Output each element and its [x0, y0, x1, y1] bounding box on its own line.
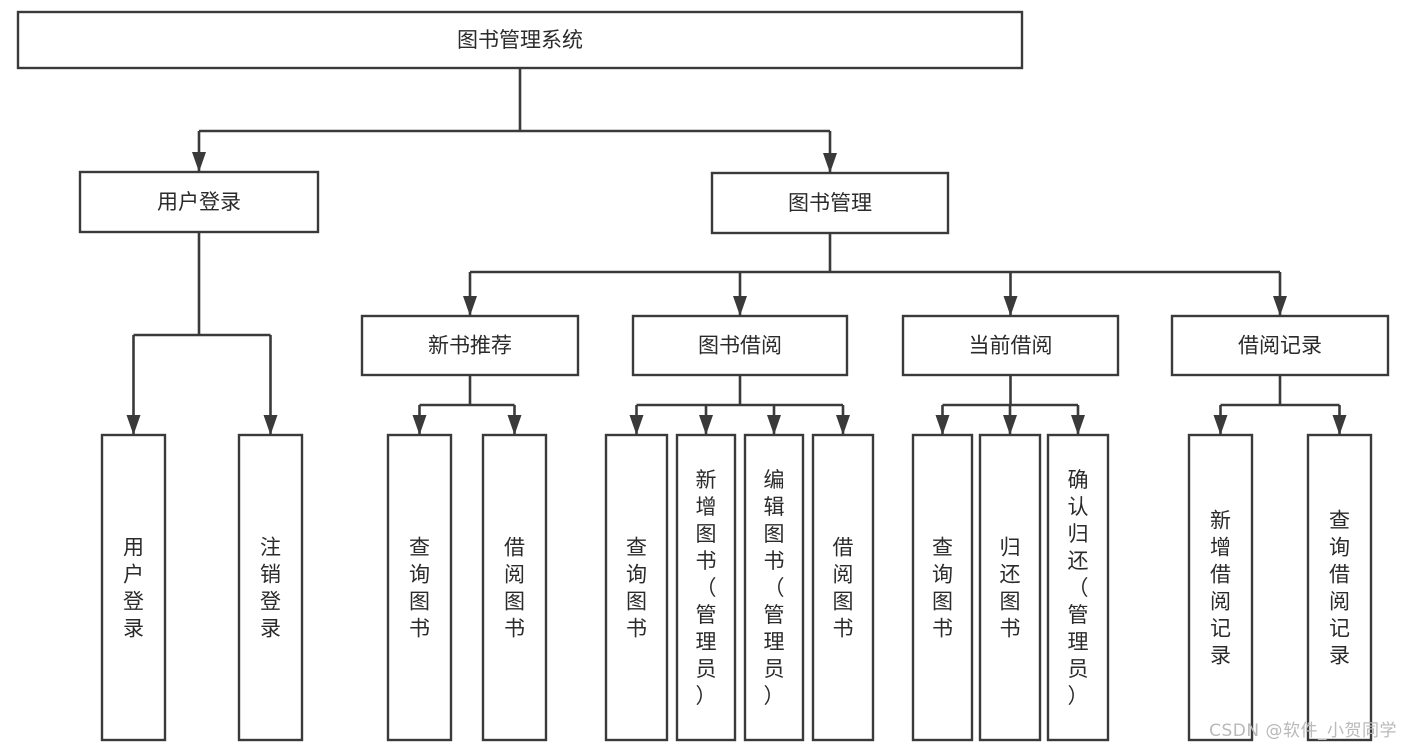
node-label: 图书管理系统 — [457, 28, 583, 52]
node-box[interactable] — [1046, 433, 1110, 742]
node-label: 注销登录 — [260, 536, 281, 641]
node-label: 归还图书 — [1000, 536, 1021, 641]
node-leaf-查询图书[interactable]: 查询图书 — [386, 433, 453, 742]
arrow-head-icon — [767, 415, 781, 435]
node-label: 借阅图书 — [504, 536, 525, 641]
node-leaf-查询图书[interactable]: 查询图书 — [911, 433, 974, 742]
node-box[interactable] — [78, 170, 320, 234]
node-box[interactable] — [901, 314, 1120, 377]
node-label: 新增图书（管理员） — [696, 468, 717, 708]
arrow-head-icon — [263, 415, 278, 435]
arrow-head-icon — [1071, 415, 1085, 435]
arrow-head-icon — [412, 415, 427, 435]
node-label: 图书借阅 — [698, 334, 782, 358]
node-box[interactable] — [386, 433, 453, 742]
node-leaf-确认归还管理员[interactable]: 确认归还（管理员） — [1046, 433, 1110, 742]
node-level3-图书借阅[interactable]: 图书借阅 — [631, 314, 849, 377]
arrow-head-icon — [507, 415, 522, 435]
node-leaf-新增图书管理员[interactable]: 新增图书（管理员） — [675, 433, 737, 742]
arrow-head-icon — [935, 415, 950, 435]
node-box[interactable] — [360, 314, 580, 377]
node-leaf-借阅图书[interactable]: 借阅图书 — [481, 433, 548, 742]
node-leaf-查询借阅记录[interactable]: 查询借阅记录 — [1306, 433, 1373, 742]
arrow-head-icon — [699, 415, 713, 435]
node-label: 新书推荐 — [428, 334, 512, 358]
node-box[interactable] — [16, 10, 1024, 70]
nodes-layer: 图书管理系统用户登录图书管理新书推荐图书借阅当前借阅借阅记录用户登录注销登录查询… — [16, 10, 1390, 742]
node-label: 确认归还（管理员） — [1068, 468, 1089, 708]
node-box[interactable] — [811, 433, 875, 742]
node-label: 借阅图书 — [833, 536, 854, 641]
node-label: 图书管理 — [788, 191, 872, 215]
arrow-head-icon — [733, 296, 747, 316]
node-leaf-注销登录[interactable]: 注销登录 — [237, 433, 304, 742]
node-label: 新增借阅记录 — [1210, 509, 1231, 668]
node-box[interactable] — [743, 433, 805, 742]
node-label: 查询借阅记录 — [1329, 509, 1350, 668]
node-box[interactable] — [1187, 433, 1254, 742]
node-leaf-编辑图书管理员[interactable]: 编辑图书（管理员） — [743, 433, 805, 742]
arrow-head-icon — [836, 415, 850, 435]
node-box[interactable] — [1306, 433, 1373, 742]
node-level2-图书管理[interactable]: 图书管理 — [710, 171, 950, 235]
node-label: 借阅记录 — [1238, 334, 1322, 358]
node-label: 用户登录 — [157, 190, 241, 214]
node-box[interactable] — [710, 171, 950, 235]
arrow-head-icon — [126, 415, 141, 435]
arrow-head-icon — [1213, 415, 1228, 435]
node-label: 查询图书 — [409, 536, 430, 641]
arrow-head-icon — [1003, 415, 1017, 435]
arrow-head-icon — [192, 152, 206, 172]
connectors-layer — [126, 68, 1347, 435]
node-box[interactable] — [481, 433, 548, 742]
node-level3-新书推荐[interactable]: 新书推荐 — [360, 314, 580, 377]
node-leaf-新增借阅记录[interactable]: 新增借阅记录 — [1187, 433, 1254, 742]
node-label: 查询图书 — [626, 536, 647, 641]
node-box[interactable] — [675, 433, 737, 742]
node-leaf-归还图书[interactable]: 归还图书 — [978, 433, 1042, 742]
arrow-head-icon — [629, 415, 644, 435]
node-leaf-查询图书[interactable]: 查询图书 — [604, 433, 669, 742]
arrow-head-icon — [463, 296, 477, 316]
node-level3-当前借阅[interactable]: 当前借阅 — [901, 314, 1120, 377]
node-label: 用户登录 — [123, 536, 144, 641]
arrow-head-icon — [1273, 296, 1287, 316]
arrow-head-icon — [1332, 415, 1347, 435]
node-box[interactable] — [604, 433, 669, 742]
node-box[interactable] — [911, 433, 974, 742]
node-label: 编辑图书（管理员） — [764, 468, 785, 708]
node-label: 当前借阅 — [969, 334, 1053, 358]
node-root-图书管理系统[interactable]: 图书管理系统 — [16, 10, 1024, 70]
arrow-head-icon — [1003, 296, 1018, 316]
node-leaf-借阅图书[interactable]: 借阅图书 — [811, 433, 875, 742]
node-box[interactable] — [100, 433, 167, 742]
node-box[interactable] — [1170, 314, 1390, 377]
node-box[interactable] — [631, 314, 849, 377]
arrow-head-icon — [823, 153, 837, 173]
node-level3-借阅记录[interactable]: 借阅记录 — [1170, 314, 1390, 377]
node-box[interactable] — [978, 433, 1042, 742]
node-leaf-用户登录[interactable]: 用户登录 — [100, 433, 167, 742]
node-label: 查询图书 — [932, 536, 953, 641]
node-box[interactable] — [237, 433, 304, 742]
node-level2-用户登录[interactable]: 用户登录 — [78, 170, 320, 234]
